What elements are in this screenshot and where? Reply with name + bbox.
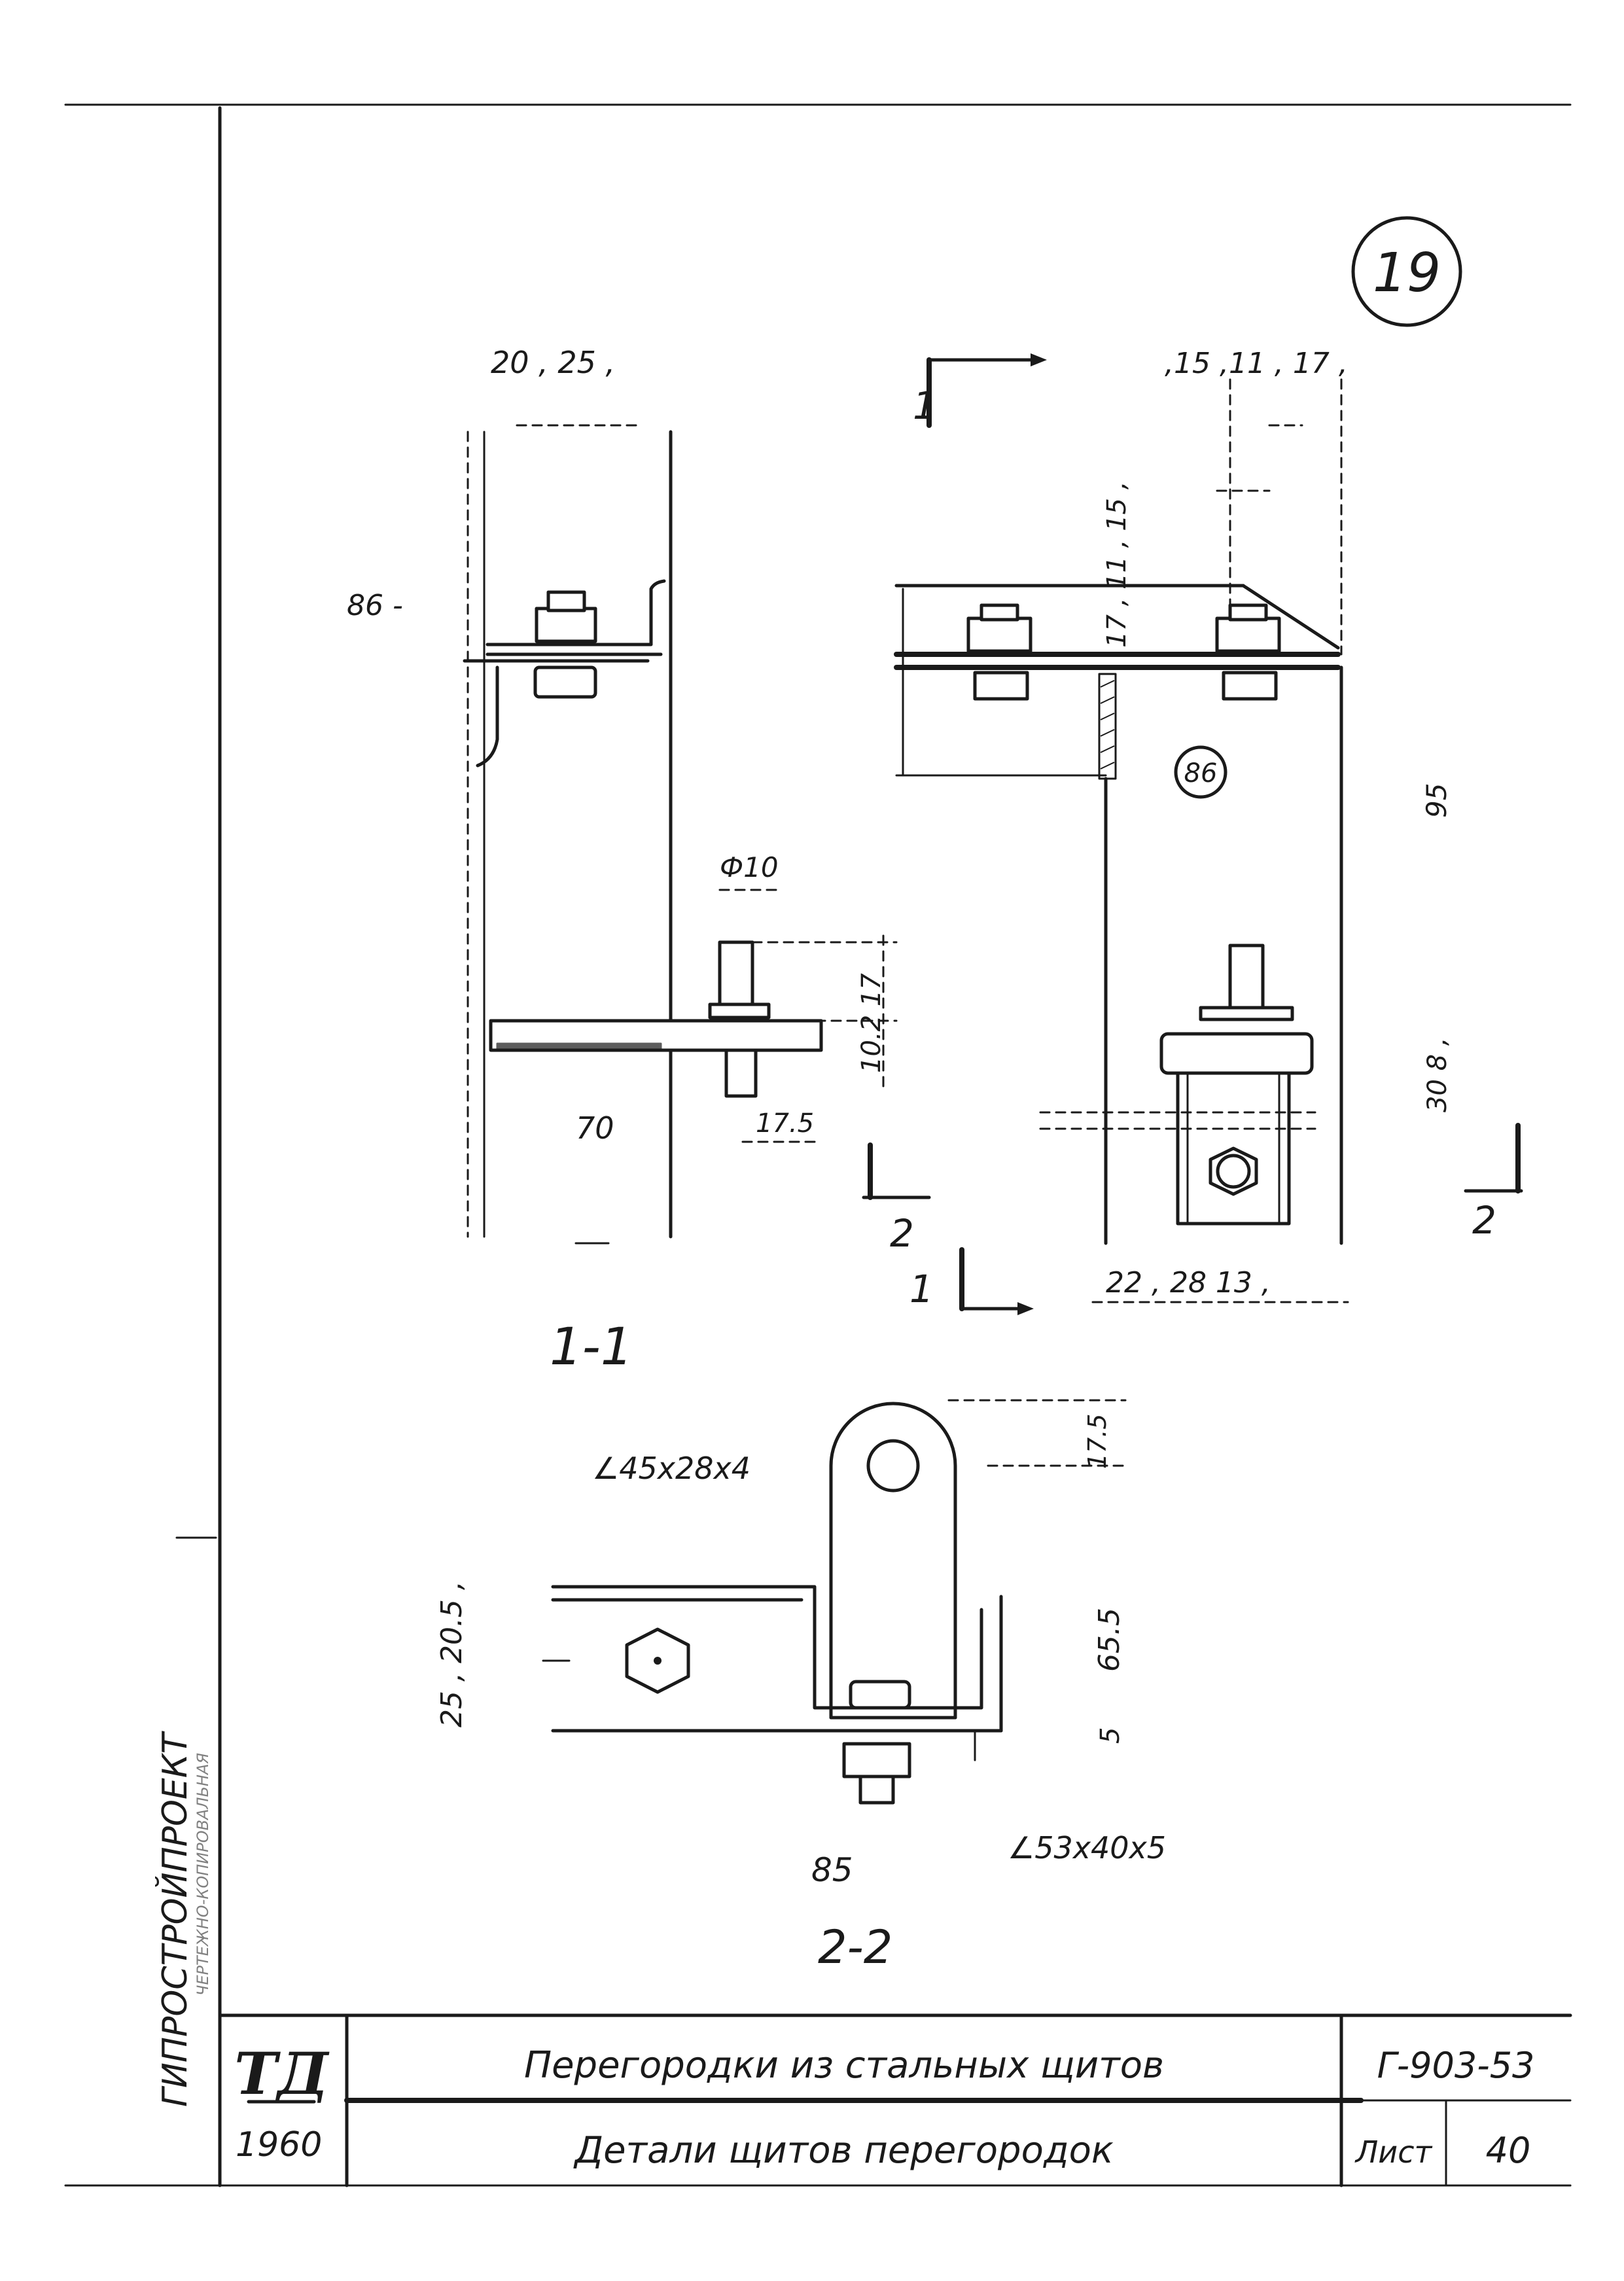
section-mark-1-bottom: 1 bbox=[909, 1267, 934, 1311]
dim-17-5-b: 17.5 bbox=[1083, 1413, 1112, 1469]
section-label-1-1: 1-1 bbox=[550, 1318, 633, 1377]
dims-bottom-row: 22 , 28 13 , bbox=[1106, 1266, 1271, 1300]
section-1-1-left-view: 20 , 25 , 86 - Ф10 10.2 17 70 17.5 bbox=[347, 345, 931, 1377]
year: 1960 bbox=[236, 2125, 322, 2165]
section-mark-2-left: 2 bbox=[890, 1211, 914, 1256]
section-label-2-2: 2-2 bbox=[818, 1920, 892, 1974]
dim-70: 70 bbox=[576, 1110, 614, 1146]
weld-hatch bbox=[1100, 680, 1115, 769]
dims-vertical-mid: 17 , 11 , 15 , bbox=[1102, 482, 1132, 648]
section-1-1-right-view: 1 ,15 ,11 , 17 , 17 , 11 , 15 , bbox=[894, 347, 1523, 1315]
title-block: ТД 1960 Перегородки из стальных щитов Де… bbox=[218, 2013, 1572, 2187]
circle-86: 86 bbox=[1184, 758, 1218, 788]
dim-65-5: 65.5 bbox=[1093, 1608, 1126, 1672]
side-stamp: ГИПРОСТРОЙПРОЕКТ ЧЕРТЕЖНО-КОПИРОВАЛЬНАЯ bbox=[155, 1536, 217, 2107]
title-sub: Детали щитов перегородок bbox=[573, 2129, 1113, 2172]
sheet-label: Лист bbox=[1354, 2134, 1433, 2170]
stamp-sub-line: ЧЕРТЕЖНО-КОПИРОВАЛЬНАЯ bbox=[194, 1752, 212, 1996]
dims-top-left: 20 , 25 , bbox=[491, 345, 615, 380]
dim-5: 5 bbox=[1095, 1727, 1125, 1744]
dim-86-left: 86 - bbox=[347, 589, 403, 622]
dims-bolt-height: 10.2 17 bbox=[856, 973, 887, 1073]
section-2-2-view: 17.5 ∠45x28x4 25 , 20.5 , 65.5 5 85 ∠53x… bbox=[435, 1399, 1166, 1974]
dim-85: 85 bbox=[811, 1851, 853, 1889]
angle-lower: ∠53x40x5 bbox=[1008, 1830, 1166, 1865]
title-main: Перегородки из стальных щитов bbox=[524, 2044, 1164, 2087]
dim-95: 95 bbox=[1421, 783, 1453, 818]
section-mark-1-top: 1 bbox=[913, 383, 937, 428]
logo: ТД bbox=[234, 2040, 329, 2108]
stamp-organization: ГИПРОСТРОЙПРОЕКТ bbox=[155, 1730, 195, 2107]
dims-top-right: ,15 ,11 , 17 , bbox=[1165, 347, 1348, 380]
dims-bottom-right-vertical: 30 8 , bbox=[1422, 1038, 1453, 1113]
series-code: Г-903-53 bbox=[1377, 2045, 1535, 2086]
angle-upper: ∠45x28x4 bbox=[592, 1451, 750, 1486]
sheet-number-marker: 19 bbox=[1351, 216, 1462, 327]
sheet-number: 19 bbox=[1373, 242, 1441, 304]
dims-left-vertical: 25 , 20.5 , bbox=[435, 1581, 468, 1727]
dim-17-5-a: 17.5 bbox=[756, 1108, 814, 1139]
sheet-no: 40 bbox=[1486, 2130, 1531, 2171]
section-mark-2-right: 2 bbox=[1472, 1198, 1496, 1243]
dim-phi10: Ф10 bbox=[720, 851, 779, 883]
